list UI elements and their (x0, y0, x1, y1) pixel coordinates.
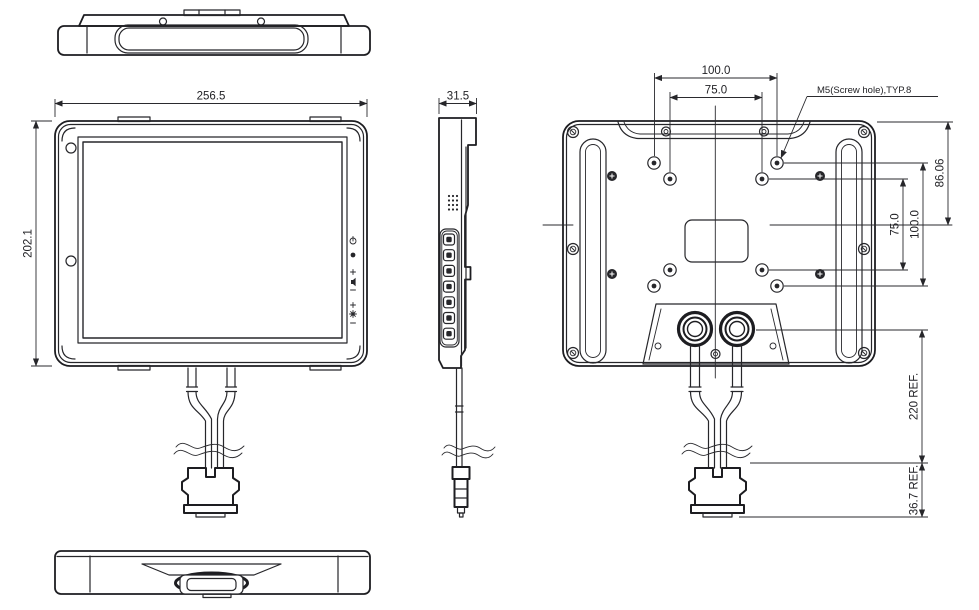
dim-connector-height: 36.7 REF. (739, 462, 928, 518)
side-button (442, 280, 456, 293)
screen (82, 141, 343, 339)
break-line (175, 442, 245, 452)
dim-cable-length: 220 REF. (750, 329, 928, 464)
dim-vesa-width-100: 100.0 (654, 65, 778, 156)
dim-vesa-width-75-label: 75.0 (705, 85, 727, 97)
cable-gland (718, 310, 756, 348)
side-view (438, 117, 496, 518)
side-button (442, 327, 456, 340)
vesa-hole (755, 172, 769, 186)
dim-vesa-width-75: 75.0 (669, 85, 763, 172)
top-view (57, 9, 371, 56)
recess-screw (758, 126, 770, 137)
speaker-grille (447, 194, 459, 211)
side-button-panel (439, 228, 460, 348)
label-plate (684, 219, 749, 263)
front-view (54, 116, 368, 518)
dim-front-height: 202.1 (23, 120, 52, 367)
dim-vesa-height-100-label: 100.0 (910, 210, 922, 239)
rear-view (542, 105, 953, 518)
dim-front-width: 256.5 (54, 91, 368, 117)
bezel-hole (65, 255, 77, 267)
m5-screw-note-label: M5(Screw hole),TYP.8 (817, 85, 911, 96)
break-line (173, 449, 243, 459)
side-button (442, 296, 456, 309)
vesa-hole (770, 156, 784, 170)
mount-tab (117, 116, 151, 123)
top-hole (158, 17, 168, 26)
dim-top-to-center-label: 86.06 (935, 159, 947, 188)
mount-tab (117, 364, 151, 371)
side-cable (441, 367, 496, 518)
vesa-hole (755, 263, 769, 277)
cable-exit (642, 303, 790, 365)
dim-top-to-center: 86.06 (877, 121, 953, 226)
front-cables (173, 367, 245, 518)
vesa-hole (663, 172, 677, 186)
brightness-up-icon (350, 302, 356, 308)
break-line (683, 442, 753, 452)
top-hole (256, 17, 266, 26)
rear-cables (681, 344, 753, 518)
vesa-hole (770, 279, 784, 293)
break-line (681, 449, 751, 459)
dim-connector-height-label: 36.7 REF. (909, 465, 921, 516)
vesa-hole (647, 279, 661, 293)
dim-vesa-width-100-label: 100.0 (702, 65, 731, 77)
bezel-hole (65, 142, 77, 154)
volume-up-icon (350, 269, 356, 275)
break-line (441, 451, 494, 459)
dim-side-depth: 31.5 (438, 91, 477, 114)
menu-dot-icon (350, 252, 356, 258)
speaker-icon (351, 277, 356, 287)
dim-side-depth-label: 31.5 (447, 91, 469, 103)
bottom-view (54, 550, 371, 599)
top-connector-bump (183, 9, 241, 17)
break-line (443, 444, 496, 452)
rear-top-recess (617, 121, 811, 140)
vesa-hole (663, 263, 677, 277)
recess-screw (660, 126, 672, 137)
cable-gland (676, 310, 714, 348)
side-button (442, 249, 456, 262)
side-button (442, 311, 456, 325)
vesa-hole (647, 156, 661, 170)
dim-vesa-height-75-label: 75.0 (890, 213, 902, 235)
cable-connector (688, 467, 747, 506)
power-icon (349, 236, 357, 245)
brightness-icon (349, 310, 357, 318)
dim-vesa-height-100: 100.0 (784, 162, 928, 287)
bottom-bump-wings (141, 563, 282, 576)
side-button (442, 233, 456, 246)
mount-tab (309, 116, 342, 123)
vesa-holes (647, 156, 784, 293)
dim-cable-length-label: 220 REF. (909, 373, 921, 420)
side-button (442, 264, 456, 277)
bottom-connector-cover (179, 574, 244, 595)
mount-tab (309, 364, 342, 371)
screw-hole-note: M5(Screw hole),TYP.8 (780, 85, 938, 159)
housing-screws (566, 125, 871, 360)
dim-vesa-height-75: 75.0 (769, 178, 908, 271)
fastener-holes (607, 171, 825, 279)
cable-connector (181, 467, 240, 506)
top-recess (114, 24, 309, 54)
dim-front-width-label: 256.5 (197, 91, 226, 103)
screen-bezel (77, 136, 348, 344)
cable-connector (451, 466, 471, 480)
front-controls (349, 236, 357, 324)
dim-front-height-label: 202.1 (23, 229, 35, 258)
